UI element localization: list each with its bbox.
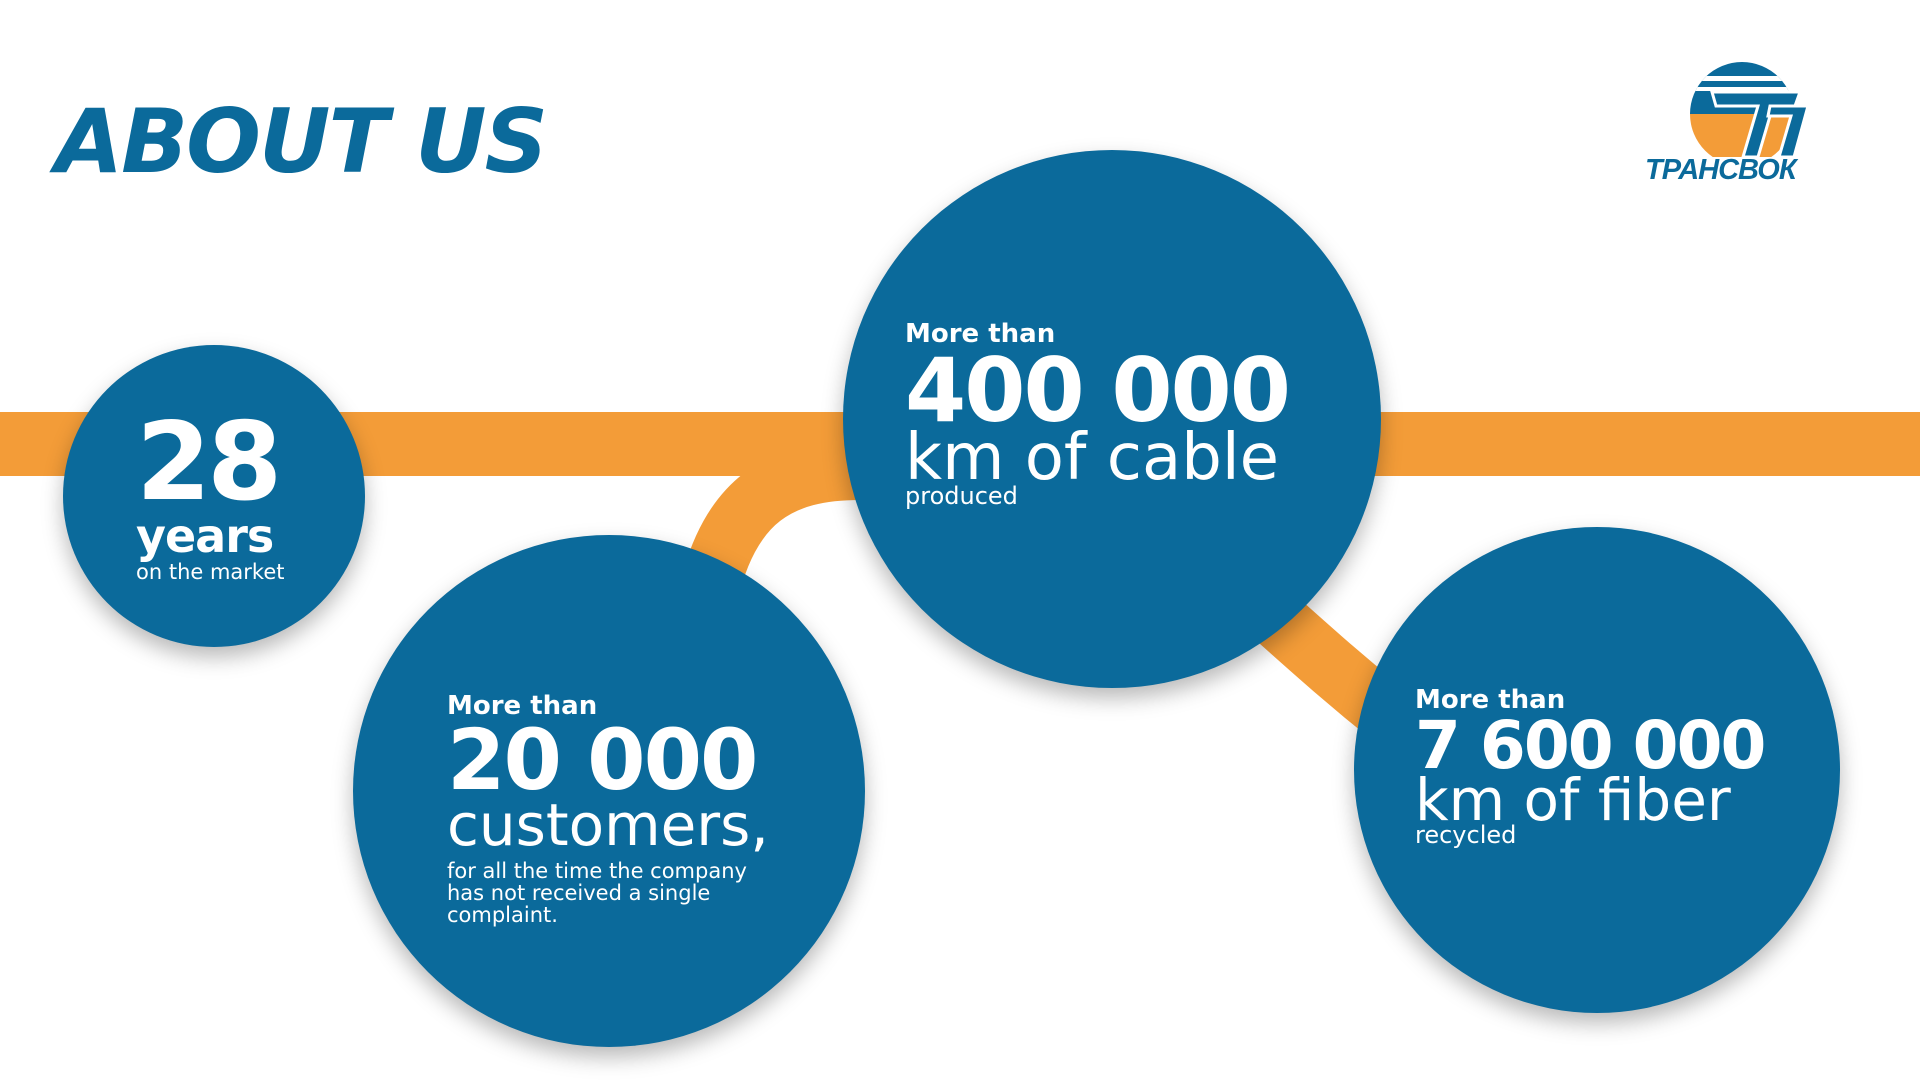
stat-fiber-prefix: More than	[1415, 685, 1566, 715]
stat-fiber-unit: km of fiber	[1415, 766, 1731, 835]
stat-years-number: 28	[136, 400, 282, 525]
transvok-logo-icon	[1690, 62, 1810, 157]
stat-circle-fiber	[1354, 527, 1840, 1013]
stat-customers-prefix: More than	[447, 691, 598, 721]
stat-customers: More than 20 000 customers, for all the …	[447, 692, 847, 927]
stat-cable-description: produced	[905, 482, 1018, 511]
stat-fiber-description: recycled	[1415, 821, 1517, 850]
stat-fiber: More than 7 600 000 km of fiber recycled	[1415, 686, 1835, 848]
stat-years-unit: years	[136, 508, 274, 563]
orange-ribbon-right	[1360, 412, 1920, 476]
stat-years-description: on the market	[136, 559, 285, 584]
stat-circle-cable	[843, 150, 1381, 688]
stat-circle-years	[63, 345, 365, 647]
stat-years: 28 years on the market	[136, 400, 336, 584]
stat-fiber-number: 7 600 000	[1415, 706, 1766, 784]
stat-circle-customers	[353, 535, 865, 1047]
stat-customers-description: for all the time the company has not rec…	[447, 859, 747, 928]
company-logo: ТРАНСВОК	[1640, 62, 1845, 192]
stat-cable-unit: km of cable	[905, 421, 1279, 496]
stat-customers-number: 20 000	[447, 710, 758, 809]
stat-cable-number: 400 000	[905, 338, 1291, 442]
page-title: ABOUT US	[55, 90, 548, 193]
stat-cable: More than 400 000 km of cable produced	[905, 320, 1345, 509]
stat-cable-prefix: More than	[905, 319, 1056, 349]
logo-text: ТРАНСВОК	[1645, 154, 1797, 186]
stat-customers-unit: customers,	[447, 791, 769, 860]
